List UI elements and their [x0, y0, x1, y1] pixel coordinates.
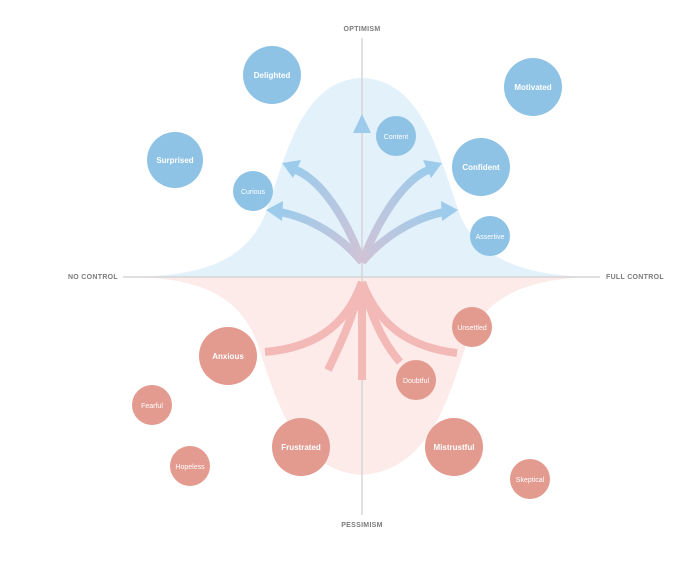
bubble-circle-content [376, 116, 416, 156]
bubble-label-unsettled: Unsettled [457, 325, 487, 332]
branch-upper-right [358, 166, 430, 264]
bubble-mistrustful: Mistrustful [425, 418, 483, 476]
bubble-anxious: Anxious [199, 327, 257, 385]
bubble-label-fearful: Fearful [141, 403, 163, 410]
bubble-label-delighted: Delighted [254, 71, 291, 80]
bubble-label-hopeless: Hopeless [175, 464, 205, 471]
arrowhead-lower-right [441, 201, 458, 221]
bubble-fearful: Fearful [132, 385, 172, 425]
bubble-circle-assertive [470, 216, 510, 256]
bubble-circle-motivated [504, 58, 562, 116]
bubble-circle-unsettled [452, 307, 492, 347]
bubble-doubtful: Doubtful [396, 360, 436, 400]
bubble-label-anxious: Anxious [212, 352, 244, 361]
axis-label-right: FULL CONTROL [606, 274, 664, 281]
bubble-label-doubtful: Doubtful [403, 378, 430, 385]
bubble-surprised: Surprised [147, 132, 203, 188]
arrowhead-up [353, 114, 371, 133]
bubble-circle-confident [452, 138, 510, 196]
bubble-circle-hopeless [170, 446, 210, 486]
bubble-circle-anxious [199, 327, 257, 385]
bubble-label-curious: Curious [241, 189, 266, 196]
arrowheads [266, 114, 458, 221]
bubble-circle-doubtful [396, 360, 436, 400]
bubble-frustrated: Frustrated [272, 418, 330, 476]
bubble-circle-mistrustful [425, 418, 483, 476]
bubble-circle-surprised [147, 132, 203, 188]
axis-label-bottom: PESSIMISM [341, 522, 383, 529]
arrowhead-upper-left [282, 160, 301, 178]
bubble-motivated: Motivated [504, 58, 562, 116]
bubble-label-confident: Confident [462, 163, 500, 172]
bubble-circle-fearful [132, 385, 172, 425]
bubble-label-content: Content [384, 134, 409, 141]
axis-label-top: OPTIMISM [343, 26, 380, 33]
arrowhead-upper-right [423, 160, 442, 178]
negative-roots [264, 280, 458, 380]
branch-lower-left [279, 208, 366, 265]
axis-label-left: NO CONTROL [68, 274, 118, 281]
bubble-unsettled: Unsettled [452, 307, 492, 347]
bubble-label-assertive: Assertive [476, 234, 505, 241]
bubble-label-surprised: Surprised [156, 156, 193, 165]
branch-lower-right [358, 208, 445, 265]
bubble-label-skeptical: Skeptical [516, 477, 545, 484]
bubble-label-mistrustful: Mistrustful [434, 443, 475, 452]
bubble-curious: Curious [233, 171, 273, 211]
bubble-confident: Confident [452, 138, 510, 196]
bubble-assertive: Assertive [470, 216, 510, 256]
arrowhead-lower-left [266, 201, 283, 221]
bubble-label-frustrated: Frustrated [281, 443, 321, 452]
bubble-hopeless: Hopeless [170, 446, 210, 486]
bubble-circle-delighted [243, 46, 301, 104]
bubble-content: Content [376, 116, 416, 156]
bubble-label-motivated: Motivated [514, 83, 551, 92]
positive-branches [279, 132, 445, 300]
bubble-skeptical: Skeptical [510, 459, 550, 499]
bubble-delighted: Delighted [243, 46, 301, 104]
bubble-circle-skeptical [510, 459, 550, 499]
branch-upper-left [294, 166, 366, 264]
bubble-circle-frustrated [272, 418, 330, 476]
bubble-circle-curious [233, 171, 273, 211]
